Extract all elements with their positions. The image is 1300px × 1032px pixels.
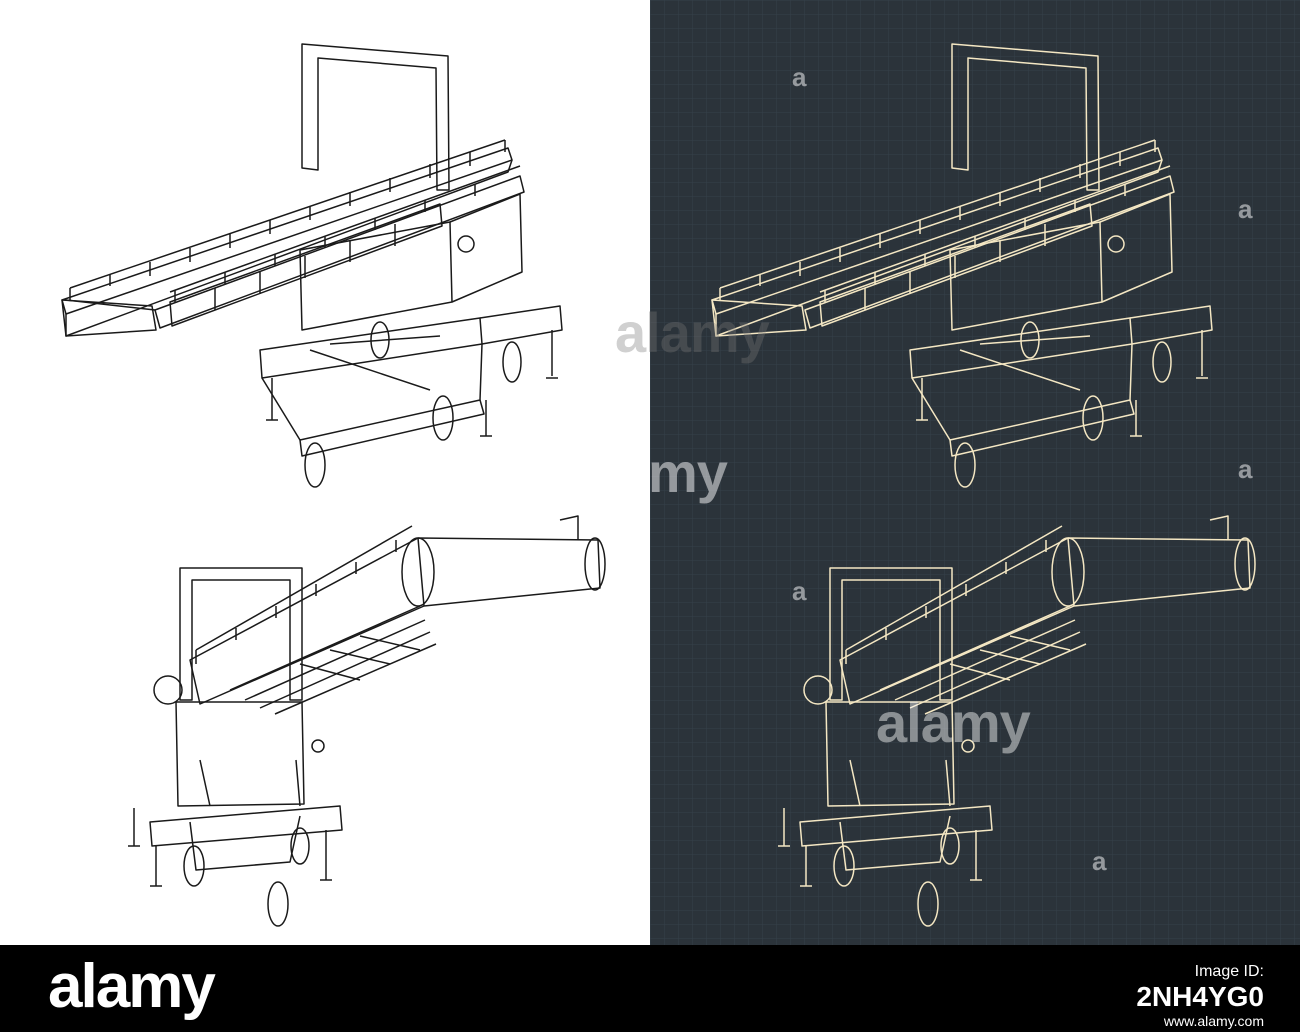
conveyor-top-drawing-dark [711,43,1213,488]
conveyor-bottom-drawing [128,515,606,927]
dark-drawings-svg [650,0,1300,945]
conveyor-top-drawing [61,43,563,488]
conveyor-bottom-drawing-dark [778,515,1256,927]
footer-bar: alamy Image ID: 2NH4YG0 www.alamy.com [0,945,1300,1032]
image-id-value: 2NH4YG0 [1136,981,1264,1012]
image-id-label: Image ID: [1194,963,1264,980]
light-blueprint-panel [0,0,650,945]
light-drawings-svg [61,43,606,927]
image-id-block: Image ID: 2NH4YG0 [1136,963,1264,1013]
footer-url[interactable]: www.alamy.com [1163,1013,1264,1029]
alamy-logo[interactable]: alamy [48,952,216,1021]
illustration: alamy my alamy a a a a a [0,0,1300,945]
dark-blueprint-panel [650,0,1300,945]
